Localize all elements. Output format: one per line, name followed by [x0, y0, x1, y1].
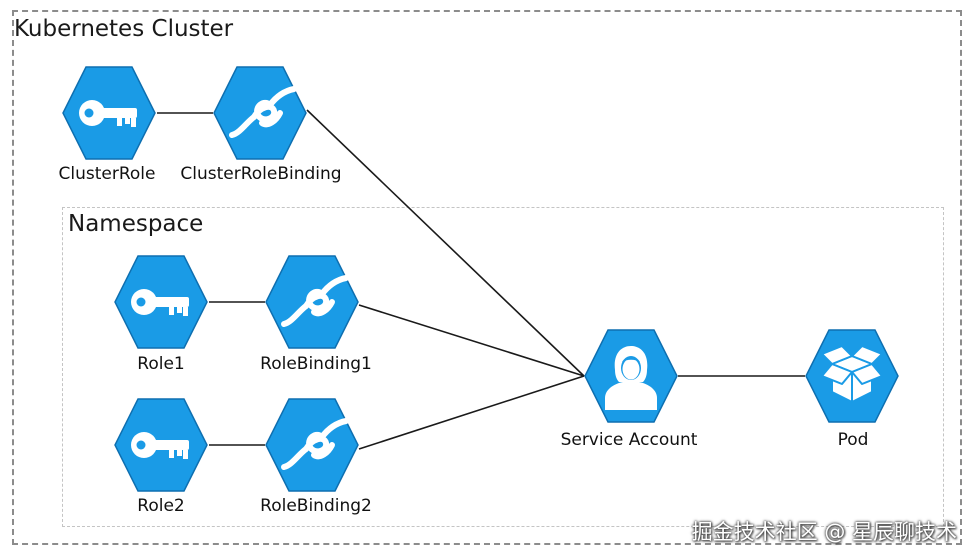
edge-clusterrolebinding-serviceaccount: [306, 109, 585, 377]
role2-label: Role2: [137, 496, 185, 516]
kubernetes-cluster-boundary: [12, 10, 962, 545]
clusterrolebinding-node[interactable]: [210, 63, 310, 163]
rolebinding1-node[interactable]: [262, 252, 362, 352]
knot-icon: [281, 418, 349, 470]
role1-node[interactable]: [111, 252, 211, 352]
cluster-title: Kubernetes Cluster: [14, 16, 234, 42]
serviceaccount-label: Service Account: [560, 430, 698, 450]
rolebinding2-label: RoleBinding2: [260, 496, 372, 516]
clusterrolebinding-label: ClusterRoleBinding: [180, 164, 342, 184]
knot-icon: [229, 86, 297, 138]
watermark: 掘金技术社区 @ 星辰聊技术: [691, 520, 957, 544]
box-icon: [821, 345, 883, 403]
role2-node[interactable]: [111, 395, 211, 495]
rolebinding2-node[interactable]: [262, 395, 362, 495]
knot-icon: [281, 275, 349, 327]
namespace-title: Namespace: [68, 211, 204, 237]
namespace-boundary: [62, 207, 944, 527]
edge-rolebinding2-serviceaccount: [358, 375, 585, 450]
role1-label: Role1: [137, 354, 185, 374]
edge-rolebinding1-serviceaccount: [358, 304, 585, 377]
clusterrole-node[interactable]: [59, 63, 159, 163]
pod-node[interactable]: [802, 326, 902, 426]
serviceaccount-node[interactable]: [581, 326, 681, 426]
rolebinding1-label: RoleBinding1: [260, 354, 372, 374]
pod-label: Pod: [837, 430, 869, 450]
clusterrole-label: ClusterRole: [58, 164, 156, 184]
key-icon: [79, 100, 137, 127]
